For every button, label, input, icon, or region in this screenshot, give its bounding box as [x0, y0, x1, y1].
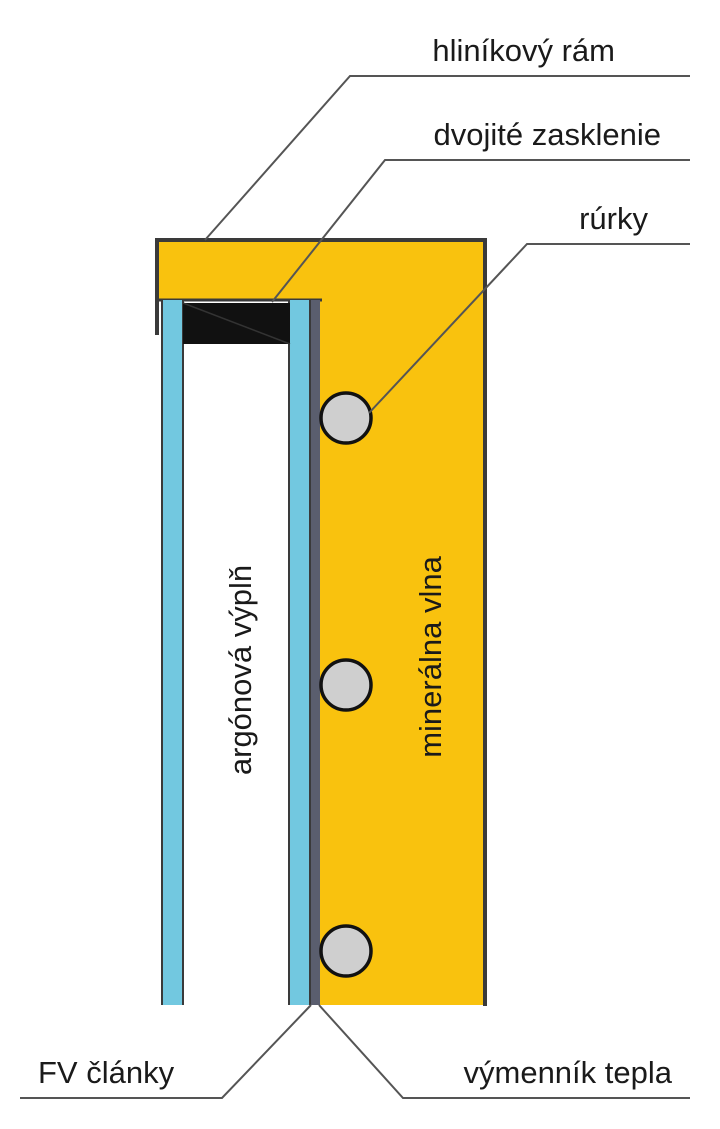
label-double-glazing: dvojité zasklenie: [434, 117, 661, 152]
mineral-wool-body: [158, 240, 485, 1005]
glazing-spacer: [182, 302, 291, 345]
outer-glass-pane: [161, 300, 184, 1005]
label-argon-fill: argónová výplň: [223, 565, 258, 775]
label-heat-exchanger: výmenník tepla: [464, 1055, 673, 1090]
label-pipes: rúrky: [579, 201, 648, 236]
leader-heat-exchanger: [318, 1004, 690, 1099]
label-mineral-wool: minerálna vlna: [413, 555, 448, 757]
pipes-group: [319, 391, 373, 978]
pipe-top: [319, 391, 373, 445]
leader-pipes: [368, 243, 690, 414]
leader-aluminium-frame: [204, 75, 690, 241]
pipe-middle: [319, 658, 373, 712]
pipe-bottom: [319, 924, 373, 978]
leader-pv-cells: [20, 1004, 312, 1099]
label-aluminium-frame: hliníkový rám: [432, 33, 615, 68]
heat-exchanger-strip: [311, 300, 320, 1005]
leader-double-glazing: [271, 159, 690, 303]
inner-glass-pane: [288, 300, 311, 1005]
label-pv-cells: FV články: [38, 1055, 175, 1090]
leader-lines: [20, 75, 690, 1099]
